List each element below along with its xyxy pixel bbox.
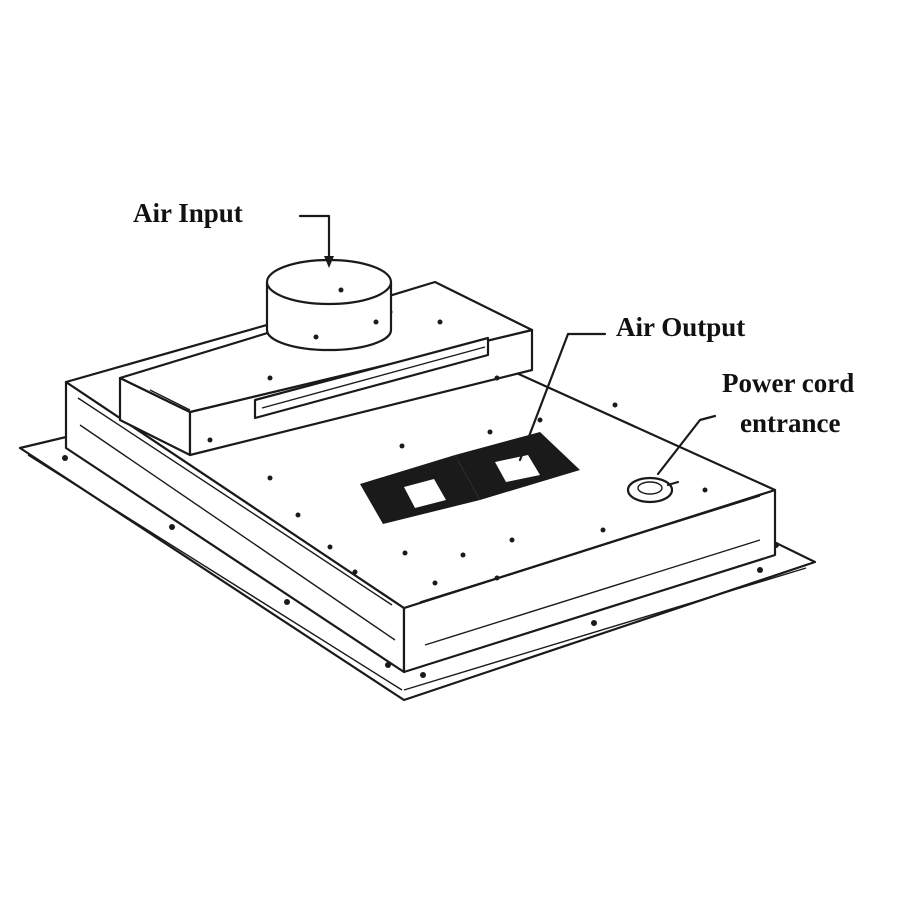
air-input-leader [298,214,331,264]
fan-grille-left [360,455,480,524]
label-air-input: Air Input [133,198,243,228]
air-output-leader [518,332,607,462]
label-air-output: Air Output [616,312,745,342]
power-cord-fitting [626,476,680,504]
air-input-collar [265,258,393,352]
fan-grille-right [455,432,580,500]
air-input-arrowhead [324,256,334,268]
leader-lines [298,214,717,476]
surface-screws [267,402,708,586]
power-cord-leader [656,414,717,476]
label-power-cord-line2: entrance [740,408,840,438]
label-power-cord-line1: Power cord [722,368,854,398]
